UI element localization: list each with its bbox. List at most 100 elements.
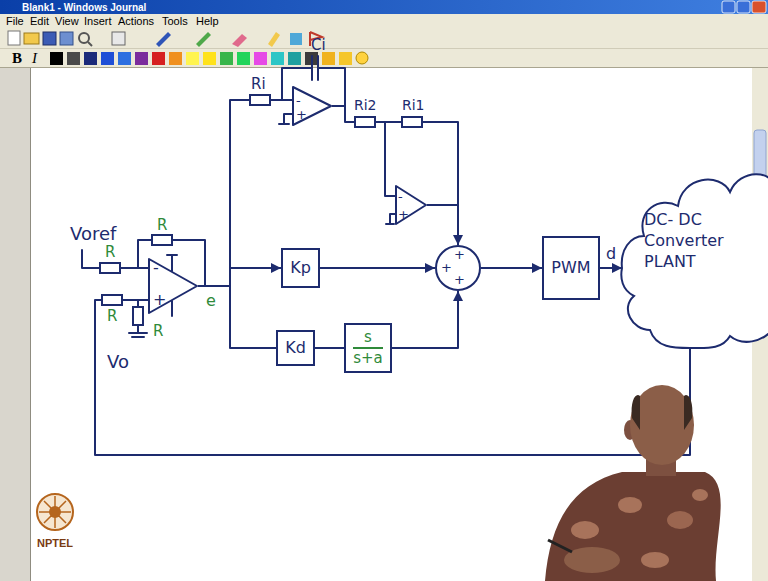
sign-label: + bbox=[398, 208, 409, 221]
title-bar bbox=[752, 1, 766, 13]
gain-block: Kd bbox=[276, 330, 315, 366]
color-palette bbox=[203, 52, 216, 65]
title-bar bbox=[737, 1, 750, 13]
resistor-symbol bbox=[402, 117, 422, 127]
pwm-block: PWM bbox=[542, 236, 600, 300]
toolbar bbox=[43, 32, 56, 45]
toolbar bbox=[60, 32, 73, 45]
presenter bbox=[548, 540, 572, 552]
toolbar bbox=[24, 33, 39, 44]
color-palette bbox=[237, 52, 250, 65]
summing-junction: +++ bbox=[435, 245, 481, 291]
color-palette bbox=[101, 52, 114, 65]
toolbar bbox=[0, 67, 768, 68]
connector bbox=[198, 286, 276, 348]
resistor-symbol bbox=[102, 295, 122, 305]
signal-name: Vo bbox=[107, 352, 129, 372]
color-palette bbox=[339, 52, 352, 65]
inverter-op-amp: -+ bbox=[395, 185, 427, 225]
block-label: PWM bbox=[551, 259, 590, 277]
toolbar bbox=[88, 42, 92, 46]
capacitor-label: Ci bbox=[311, 37, 326, 54]
cloud-shape bbox=[621, 174, 768, 348]
sign-label: - bbox=[153, 260, 159, 276]
resistor-label: Ri1 bbox=[402, 98, 425, 113]
op-amp-triangle bbox=[396, 186, 426, 224]
color-palette bbox=[254, 52, 267, 65]
italic-button: I bbox=[32, 50, 37, 67]
plant-cloud: DC- DC Converter PLANT bbox=[622, 158, 768, 348]
logo-text: NPTEL bbox=[37, 537, 73, 549]
color-palette bbox=[271, 52, 284, 65]
resistor-symbol bbox=[152, 235, 172, 245]
menu-item: Edit bbox=[30, 15, 49, 27]
menu-item: File bbox=[6, 15, 24, 27]
junction-circle bbox=[436, 246, 480, 290]
menu-item: Tools bbox=[162, 15, 188, 27]
toolbar bbox=[290, 33, 302, 45]
toolbar bbox=[196, 32, 211, 47]
sign-label: + bbox=[153, 292, 166, 308]
connector bbox=[315, 347, 344, 349]
page-frame bbox=[30, 68, 31, 581]
presenter bbox=[618, 497, 642, 513]
edge-label: Ri bbox=[250, 76, 267, 93]
block-label: Kd bbox=[285, 339, 306, 357]
color-palette bbox=[50, 52, 368, 65]
presenter bbox=[571, 521, 599, 539]
edge-label: d bbox=[605, 245, 617, 263]
page-frame bbox=[0, 68, 30, 581]
toolbar bbox=[156, 32, 171, 47]
resistor-symbol bbox=[100, 263, 120, 273]
title-bar bbox=[0, 0, 768, 14]
transfer-function: s bbox=[364, 329, 372, 346]
signal-name: e bbox=[206, 292, 216, 310]
presenter bbox=[632, 395, 693, 430]
nptel-logo bbox=[37, 494, 73, 530]
wire bbox=[386, 214, 395, 224]
presenter bbox=[545, 385, 721, 581]
resistor-label: R bbox=[107, 308, 117, 325]
color-palette bbox=[152, 52, 165, 65]
op-amp-triangle bbox=[293, 87, 331, 125]
color-palette bbox=[169, 52, 182, 65]
plant-label: DC- DC Converter PLANT bbox=[644, 210, 744, 272]
connector bbox=[198, 100, 292, 286]
toolbar bbox=[232, 34, 247, 47]
toolbar bbox=[112, 32, 125, 45]
menu-item: Help bbox=[196, 15, 219, 27]
presenter bbox=[630, 385, 694, 465]
color-palette bbox=[220, 52, 233, 65]
color-palette bbox=[288, 52, 301, 65]
connector bbox=[332, 106, 395, 196]
toolbar bbox=[0, 28, 768, 68]
resistor-label: R bbox=[105, 244, 115, 261]
connector bbox=[320, 267, 435, 269]
wire bbox=[312, 56, 318, 80]
resistor-symbol bbox=[133, 307, 143, 325]
toolbar bbox=[0, 48, 768, 49]
title-bar bbox=[722, 1, 735, 13]
wire bbox=[279, 114, 292, 124]
color-palette bbox=[186, 52, 199, 65]
resistor-symbol bbox=[250, 95, 270, 105]
window-title: Blank1 - Windows Journal bbox=[22, 2, 146, 13]
menu-bar bbox=[0, 14, 768, 28]
bold-button: B bbox=[12, 50, 22, 67]
op-amp-triangle bbox=[149, 259, 197, 313]
presenter bbox=[641, 552, 669, 568]
gain-block: Kp bbox=[281, 248, 320, 288]
sign-label: - bbox=[398, 190, 403, 203]
resistor-label: R bbox=[157, 217, 167, 234]
resistor-symbol bbox=[355, 117, 375, 127]
wire bbox=[129, 333, 147, 337]
color-palette bbox=[118, 52, 131, 65]
sign-label: + bbox=[454, 273, 465, 286]
presenter bbox=[667, 511, 693, 529]
nptel-logo bbox=[49, 506, 61, 518]
connector bbox=[600, 267, 622, 269]
wire bbox=[82, 56, 458, 337]
presenter bbox=[692, 489, 708, 501]
